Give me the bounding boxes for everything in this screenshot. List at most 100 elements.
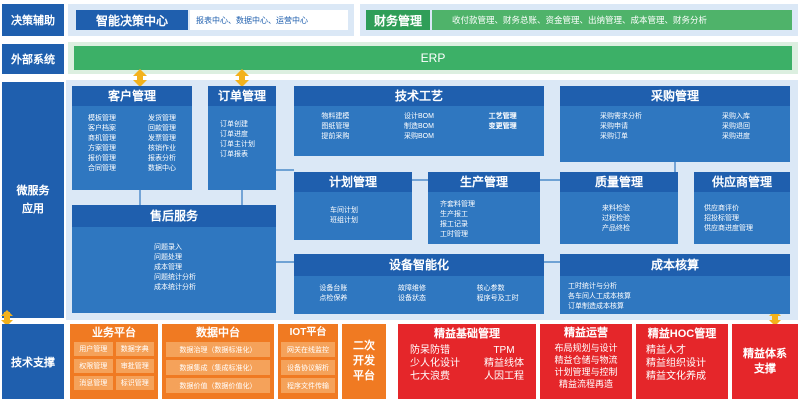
- plan-management-box[interactable]: 计划管理 车间计划 班组计划: [294, 172, 412, 240]
- after-sales-item[interactable]: 成本统计分析: [154, 284, 196, 291]
- supplier-item[interactable]: 招投标管理: [704, 215, 739, 222]
- after-sales-box[interactable]: 售后服务 问题录入 问题处理 成本管理 问题统计分析 成本统计分析: [72, 205, 276, 313]
- lean-basic-item[interactable]: 人因工程: [484, 371, 524, 382]
- procurement-item[interactable]: 采购入库: [722, 113, 750, 120]
- order-item[interactable]: 订单创建: [220, 121, 248, 128]
- procurement-item[interactable]: 采购需求分析: [600, 113, 642, 120]
- quality-item[interactable]: 来料检验: [602, 205, 630, 212]
- supplier-management-box[interactable]: 供应商管理 供应商评价 招投标管理 供应商进度管理: [694, 172, 790, 244]
- business-platform-cell[interactable]: 审批管理: [115, 359, 154, 373]
- production-management-box[interactable]: 生产管理 齐套料管理 生产报工 报工记录 工时管理: [428, 172, 540, 244]
- lean-basic-item[interactable]: 防呆防错: [410, 345, 450, 356]
- customer-item[interactable]: 报表分析: [148, 155, 176, 162]
- business-platform-cell[interactable]: 消息管理: [74, 376, 113, 390]
- business-platform-cell[interactable]: 标识管理: [115, 376, 154, 390]
- lean-hoc-item[interactable]: 精益组织设计: [646, 358, 706, 369]
- order-management-box[interactable]: 订单管理 订单创建 订单进度 订单主计划 订单报表: [208, 86, 276, 190]
- cost-item[interactable]: 订单制造成本核算: [568, 303, 624, 310]
- order-item[interactable]: 订单主计划: [220, 141, 255, 148]
- order-item[interactable]: 订单报表: [220, 151, 248, 158]
- customer-item[interactable]: 客户档案: [88, 125, 116, 132]
- equipment-item[interactable]: 程序号及工时: [476, 295, 519, 302]
- plan-item[interactable]: 班组计划: [330, 217, 358, 224]
- tech-process-item[interactable]: 制造BOM: [404, 123, 434, 130]
- lean-operations-box[interactable]: 精益运营 布局规划与设计 精益仓储与物流 计划管理与控制 精益流程再造: [540, 324, 632, 399]
- customer-item[interactable]: 发票管理: [148, 135, 176, 142]
- lean-basic-box[interactable]: 精益基础管理 防呆防错 少人化设计 七大浪费 TPM 精益线体 人因工程: [398, 324, 536, 399]
- procurement-item[interactable]: 采购申请: [600, 123, 628, 130]
- tech-process-item[interactable]: 物料建模: [321, 113, 350, 120]
- procurement-item[interactable]: 采购订单: [600, 133, 628, 140]
- procurement-box[interactable]: 采购管理 采购需求分析 采购申请 采购订单 采购入库 采购退回 采购进度: [560, 86, 790, 162]
- lean-basic-item[interactable]: 七大浪费: [410, 371, 450, 382]
- data-center-cell[interactable]: 数据治理（数据标准化）: [166, 342, 270, 357]
- quality-management-box[interactable]: 质量管理 来料检验 过程检验 产品终检: [560, 172, 678, 244]
- after-sales-item[interactable]: 问题处理: [154, 254, 182, 261]
- production-item[interactable]: 工时管理: [440, 231, 468, 238]
- equipment-item[interactable]: 核心参数: [476, 285, 505, 292]
- secondary-dev-platform-box[interactable]: 二次 开发 平台: [342, 324, 386, 399]
- cost-accounting-box[interactable]: 成本核算 工时统计与分析 各车间人工成本核算 订单制造成本核算: [560, 254, 790, 314]
- procurement-item[interactable]: 采购进度: [722, 133, 750, 140]
- lean-system-support-box[interactable]: 精益体系 支撑: [732, 324, 798, 399]
- equipment-intelligence-box[interactable]: 设备智能化 设备台账 点检保养 故障维修 设备状态 核心参数 程序号及工时: [294, 254, 544, 314]
- supplier-item[interactable]: 供应商进度管理: [704, 225, 753, 232]
- customer-item[interactable]: 数据中心: [148, 165, 176, 172]
- tech-process-item[interactable]: 采购BOM: [404, 133, 434, 140]
- customer-management-box[interactable]: 客户管理 模板管理 客户档案 商机管理 方案管理 报价管理 合同管理 发货管理 …: [72, 86, 192, 190]
- equipment-item[interactable]: 设备状态: [397, 295, 426, 302]
- order-item[interactable]: 订单进度: [220, 131, 248, 138]
- customer-item[interactable]: 发货管理: [148, 115, 176, 122]
- equipment-item[interactable]: 点检保养: [319, 295, 348, 302]
- supplier-item[interactable]: 供应商评价: [704, 205, 739, 212]
- business-platform-cell[interactable]: 权限管理: [74, 359, 113, 373]
- customer-item[interactable]: 回款管理: [148, 125, 176, 132]
- business-platform-box[interactable]: 业务平台 用户管理 数据字典 权限管理 审批管理 消息管理 标识管理: [70, 324, 158, 399]
- lean-operations-item[interactable]: 布局规划与设计: [554, 343, 618, 353]
- lean-basic-item[interactable]: 精益线体: [484, 358, 524, 369]
- customer-item[interactable]: 核销作业: [148, 145, 176, 152]
- tech-process-item[interactable]: 工艺管理: [488, 113, 517, 120]
- lean-hoc-box[interactable]: 精益HOC管理 精益人才 精益组织设计 精益文化养成: [636, 324, 728, 399]
- iot-platform-cell[interactable]: 设备协议解析: [281, 360, 335, 375]
- equipment-item[interactable]: 故障维修: [397, 285, 426, 292]
- data-center-box[interactable]: 数据中台 数据治理（数据标准化） 数据集成（集成标准化） 数据价值（数据价值化）: [162, 324, 274, 399]
- lean-hoc-item[interactable]: 精益文化养成: [646, 371, 706, 382]
- customer-item[interactable]: 方案管理: [88, 145, 116, 152]
- customer-item[interactable]: 合同管理: [88, 165, 116, 172]
- business-platform-cell[interactable]: 数据字典: [115, 342, 154, 356]
- tech-process-item[interactable]: 变更管理: [488, 123, 517, 130]
- lean-operations-item[interactable]: 精益仓储与物流: [554, 355, 618, 365]
- equipment-item[interactable]: 设备台账: [319, 285, 348, 292]
- cost-item[interactable]: 各车间人工成本核算: [568, 293, 631, 300]
- production-item[interactable]: 生产报工: [440, 211, 468, 218]
- production-item[interactable]: 报工记录: [440, 221, 468, 228]
- cost-item[interactable]: 工时统计与分析: [568, 283, 617, 290]
- plan-item[interactable]: 车间计划: [330, 207, 358, 214]
- after-sales-item[interactable]: 成本管理: [154, 264, 182, 271]
- lean-operations-item[interactable]: 精益流程再造: [558, 379, 613, 389]
- iot-platform-cell[interactable]: 网关在线监控: [281, 342, 335, 357]
- after-sales-item[interactable]: 问题统计分析: [154, 274, 196, 281]
- tech-process-box[interactable]: 技术工艺 物料建模 图纸管理 提前采购 设计BOM 制造BOM 采购BOM 工艺…: [294, 86, 544, 156]
- procurement-item[interactable]: 采购退回: [722, 123, 750, 130]
- lean-basic-item[interactable]: 少人化设计: [410, 358, 460, 369]
- quality-item[interactable]: 产品终检: [602, 225, 630, 232]
- production-item[interactable]: 齐套料管理: [440, 201, 475, 208]
- business-platform-cell[interactable]: 用户管理: [74, 342, 113, 356]
- quality-item[interactable]: 过程检验: [602, 215, 630, 222]
- customer-item[interactable]: 模板管理: [88, 115, 116, 122]
- lean-operations-item[interactable]: 计划管理与控制: [554, 367, 618, 377]
- customer-item[interactable]: 商机管理: [88, 135, 116, 142]
- after-sales-item[interactable]: 问题录入: [154, 244, 182, 251]
- data-center-cell[interactable]: 数据价值（数据价值化）: [166, 378, 270, 393]
- iot-platform-box[interactable]: IOT平台 网关在线监控 设备协议解析 程序文件传输: [278, 324, 338, 399]
- data-center-cell[interactable]: 数据集成（集成标准化）: [166, 360, 270, 375]
- tech-process-item[interactable]: 图纸管理: [321, 123, 350, 130]
- customer-item[interactable]: 报价管理: [88, 155, 116, 162]
- lean-hoc-item[interactable]: 精益人才: [646, 345, 686, 356]
- tech-process-item[interactable]: 设计BOM: [404, 113, 434, 120]
- iot-platform-cell[interactable]: 程序文件传输: [281, 378, 335, 393]
- lean-basic-item[interactable]: TPM: [493, 345, 515, 356]
- tech-process-item[interactable]: 提前采购: [321, 133, 350, 140]
